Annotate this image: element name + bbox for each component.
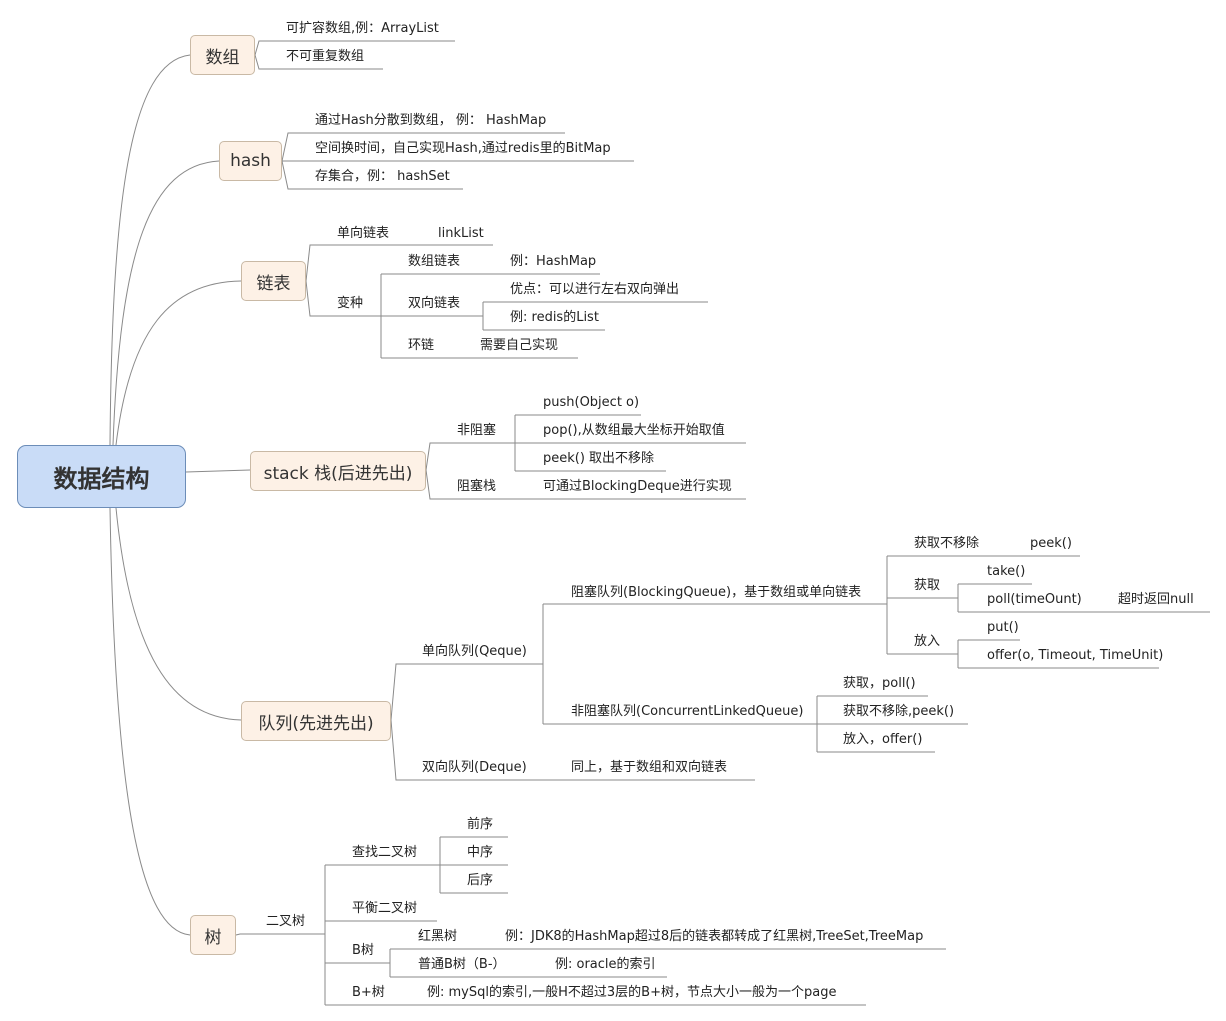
topic-tree[interactable]: 树 bbox=[190, 915, 236, 955]
queue-poll-timeout[interactable]: poll(timeOunt) bbox=[987, 592, 1082, 607]
array-unique[interactable]: 不可重复数组 bbox=[286, 49, 365, 64]
topic-queue[interactable]: 队列(先进先出) bbox=[241, 701, 391, 741]
topic-hash[interactable]: hash bbox=[219, 141, 282, 181]
queue-nb-put[interactable]: 放入，offer() bbox=[843, 732, 923, 747]
queue-single[interactable]: 单向队列(Qeque) bbox=[422, 644, 527, 659]
topic-stack[interactable]: stack 栈(后进先出) bbox=[250, 451, 426, 491]
tree-search[interactable]: 查找二叉树 bbox=[352, 845, 418, 860]
linked-ring[interactable]: 环链 bbox=[408, 338, 435, 353]
queue-get-keep-method[interactable]: peek() bbox=[1030, 536, 1072, 551]
linked-double[interactable]: 双向链表 bbox=[408, 296, 461, 311]
queue-blocking[interactable]: 阻塞队列(BlockingQueue)，基于数组或单向链表 bbox=[571, 585, 862, 600]
hash-item-3[interactable]: 存集合，例： hashSet bbox=[315, 169, 450, 184]
tree-preorder[interactable]: 前序 bbox=[467, 817, 494, 832]
tree-binary[interactable]: 二叉树 bbox=[266, 914, 306, 929]
queue-deque[interactable]: 双向队列(Deque) bbox=[422, 760, 527, 775]
linked-array-list-example[interactable]: 例：HashMap bbox=[510, 254, 597, 269]
queue-deque-example[interactable]: 同上，基于数组和双向链表 bbox=[571, 760, 728, 775]
hash-item-2[interactable]: 空间换时间，自己实现Hash,通过redis里的BitMap bbox=[315, 141, 611, 156]
topic-linked-list[interactable]: 链表 bbox=[241, 261, 306, 301]
tree-bplus[interactable]: B+树 bbox=[352, 985, 385, 1000]
stack-push[interactable]: push(Object o) bbox=[543, 395, 640, 410]
linked-double-example[interactable]: 例: redis的List bbox=[510, 310, 599, 325]
queue-get[interactable]: 获取 bbox=[914, 578, 941, 593]
tree-red-black[interactable]: 红黑树 bbox=[418, 929, 458, 944]
stack-blocking-example[interactable]: 可通过BlockingDeque进行实现 bbox=[543, 479, 732, 494]
linked-variant[interactable]: 变种 bbox=[337, 296, 364, 311]
stack-blocking[interactable]: 阻塞栈 bbox=[457, 479, 497, 494]
linked-double-advantage[interactable]: 优点：可以进行左右双向弹出 bbox=[510, 282, 680, 297]
stack-pop[interactable]: pop(),从数组最大坐标开始取值 bbox=[543, 423, 725, 438]
linked-array-list[interactable]: 数组链表 bbox=[408, 254, 461, 269]
linked-single[interactable]: 单向链表 bbox=[337, 226, 390, 241]
queue-nb-get-keep[interactable]: 获取不移除,peek() bbox=[843, 704, 955, 719]
tree-normal-b[interactable]: 普通B树（B-） bbox=[418, 957, 506, 972]
tree-inorder[interactable]: 中序 bbox=[467, 845, 494, 860]
tree-balanced[interactable]: 平衡二叉树 bbox=[352, 901, 418, 916]
root-topic[interactable]: 数据结构 bbox=[17, 445, 186, 508]
tree-red-black-example[interactable]: 例：JDK8的HashMap超过8后的链表都转成了红黑树,TreeSet,Tre… bbox=[505, 929, 924, 944]
stack-peek[interactable]: peek() 取出不移除 bbox=[543, 451, 655, 466]
tree-postorder[interactable]: 后序 bbox=[467, 873, 494, 888]
queue-nb-get[interactable]: 获取，poll() bbox=[843, 676, 916, 691]
queue-nonblocking[interactable]: 非阻塞队列(ConcurrentLinkedQueue) bbox=[571, 704, 804, 719]
queue-take[interactable]: take() bbox=[987, 564, 1026, 579]
tree-normal-b-example[interactable]: 例: oracle的索引 bbox=[555, 957, 656, 972]
linked-ring-note[interactable]: 需要自己实现 bbox=[480, 338, 559, 353]
tree-bplus-example[interactable]: 例: mySql的索引,一般H不超过3层的B+树，节点大小一般为一个page bbox=[427, 985, 837, 1000]
stack-nonblocking[interactable]: 非阻塞 bbox=[457, 423, 497, 438]
queue-get-keep[interactable]: 获取不移除 bbox=[914, 536, 980, 551]
hash-item-1[interactable]: 通过Hash分散到数组， 例： HashMap bbox=[315, 113, 547, 128]
array-resizable[interactable]: 可扩容数组,例：ArrayList bbox=[286, 21, 439, 36]
queue-timeout-null[interactable]: 超时返回null bbox=[1118, 592, 1194, 607]
queue-put-label[interactable]: 放入 bbox=[914, 634, 941, 649]
queue-offer[interactable]: offer(o, Timeout, TimeUnit) bbox=[987, 648, 1164, 663]
linked-single-example[interactable]: linkList bbox=[438, 226, 484, 241]
queue-put[interactable]: put() bbox=[987, 620, 1019, 635]
tree-btree[interactable]: B树 bbox=[352, 943, 374, 958]
topic-array[interactable]: 数组 bbox=[190, 35, 255, 75]
